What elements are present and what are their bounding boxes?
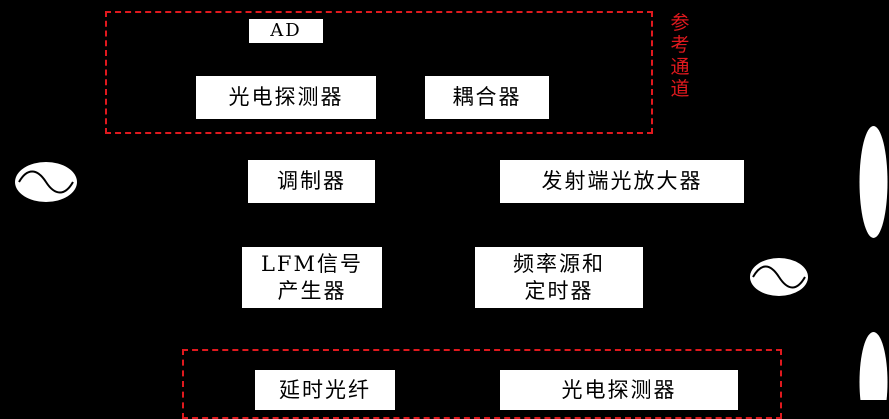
ref-label-char-3: 通 (670, 56, 690, 78)
reference-channel-label: 参 考 通 道 (669, 12, 691, 100)
photodetector-top-block: 光电探测器 (196, 76, 376, 119)
frequency-source-line2: 定时器 (524, 278, 594, 303)
sine-wave-icon (15, 162, 77, 202)
modulator-label: 调制器 (277, 169, 346, 194)
frequency-source-timer-block: 频率源和 定时器 (475, 247, 643, 308)
ad-converter-block: AD (249, 19, 323, 43)
ref-label-char-4: 道 (670, 78, 690, 100)
delay-fiber-label: 延时光纤 (279, 377, 371, 402)
coupler-label: 耦合器 (452, 85, 522, 110)
ref-label-char-1: 参 (670, 12, 690, 34)
lfm-generator-line1: LFM信号 (260, 252, 364, 277)
modulator-block: 调制器 (248, 160, 375, 203)
tx-optical-amplifier-label: 发射端光放大器 (541, 169, 703, 194)
tx-optical-amplifier-block: 发射端光放大器 (500, 160, 744, 203)
reference-channel-frame (105, 11, 653, 134)
frequency-source-line1: 频率源和 (513, 252, 605, 277)
ref-label-char-2: 考 (670, 34, 690, 56)
photodetector-bottom-block: 光电探测器 (500, 370, 738, 410)
coupler-block: 耦合器 (425, 76, 549, 119)
lens-icon (859, 332, 888, 400)
lfm-generator-block: LFM信号 产生器 (242, 247, 382, 308)
delay-fiber-block: 延时光纤 (255, 370, 395, 410)
ad-label: AD (270, 19, 302, 41)
photodetector-top-label: 光电探测器 (228, 85, 344, 110)
lfm-generator-line2: 产生器 (277, 278, 347, 303)
photodetector-bottom-label: 光电探测器 (561, 377, 677, 402)
sine-wave-icon (750, 258, 808, 296)
lens-icon (859, 126, 888, 238)
